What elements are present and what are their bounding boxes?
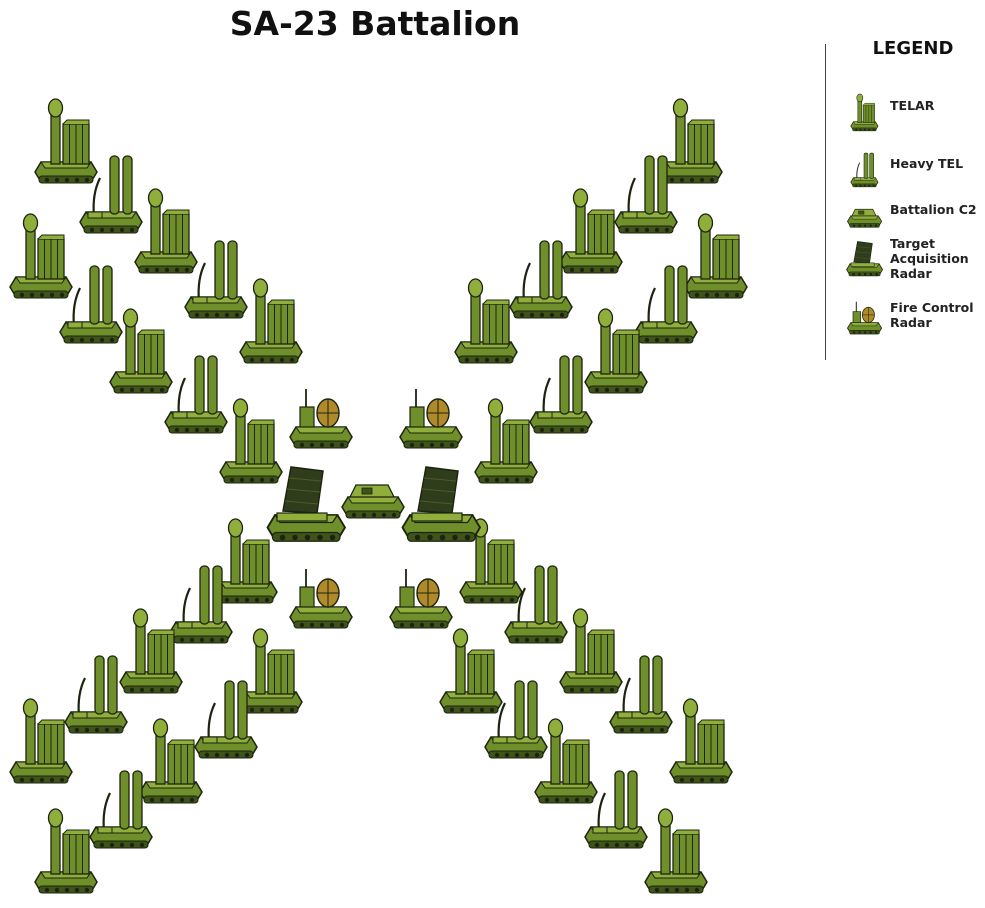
fire-control-radar-unit	[290, 389, 352, 448]
legend-title: LEGEND	[848, 38, 978, 59]
telar-icon	[840, 90, 888, 134]
telar-unit	[685, 214, 747, 298]
telar-unit	[215, 519, 277, 603]
legend-label-telar: TELAR	[890, 98, 985, 113]
heavy-tel-unit	[90, 771, 152, 848]
telar-unit	[535, 719, 597, 803]
legend-item-heavy-tel: Heavy TEL	[840, 146, 985, 190]
heavy-tel-unit	[585, 771, 647, 848]
fire-control-radar-unit	[290, 569, 352, 628]
telar-unit	[560, 609, 622, 693]
legend-label-target-acquisition-radar: Target Acquisition Radar	[890, 236, 985, 281]
telar-unit	[660, 99, 722, 183]
heavy-tel-unit	[635, 266, 697, 343]
telar-unit	[475, 399, 537, 483]
heavy-tel-unit	[170, 566, 232, 643]
heavy-tel-unit	[610, 656, 672, 733]
telar-unit	[220, 399, 282, 483]
battalion-c2-icon	[840, 190, 888, 234]
legend-item-battalion-c2: Battalion C2	[840, 190, 985, 234]
legend-item-fire-control-radar: Fire Control Radar	[840, 294, 985, 338]
telar-unit	[645, 809, 707, 893]
heavy-tel-unit	[60, 266, 122, 343]
legend-label-fire-control-radar: Fire Control Radar	[890, 300, 985, 330]
fire-control-radar-unit	[390, 569, 452, 628]
heavy-tel-icon	[840, 146, 888, 190]
telar-unit	[140, 719, 202, 803]
legend-item-telar: TELAR	[840, 90, 985, 134]
heavy-tel-unit	[185, 241, 247, 318]
telar-unit	[585, 309, 647, 393]
fire-control-radar-icon	[840, 294, 888, 338]
target-acquisition-radar-unit	[403, 467, 481, 541]
telar-unit	[670, 699, 732, 783]
battalion-formation-diagram	[0, 0, 820, 908]
telar-unit	[440, 629, 502, 713]
legend-divider	[825, 44, 826, 360]
telar-unit	[35, 99, 97, 183]
heavy-tel-unit	[530, 356, 592, 433]
vehicle-formation	[10, 99, 747, 893]
heavy-tel-unit	[165, 356, 227, 433]
target-acquisition-radar-icon	[840, 236, 888, 280]
telar-unit	[10, 699, 72, 783]
legend-label-battalion-c2: Battalion C2	[890, 202, 985, 217]
heavy-tel-unit	[65, 656, 127, 733]
telar-unit	[10, 214, 72, 298]
fire-control-radar-unit	[400, 389, 462, 448]
telar-unit	[120, 609, 182, 693]
telar-unit	[455, 279, 517, 363]
heavy-tel-unit	[510, 241, 572, 318]
telar-unit	[110, 309, 172, 393]
telar-unit	[560, 189, 622, 273]
legend-label-heavy-tel: Heavy TEL	[890, 156, 985, 171]
telar-unit	[135, 189, 197, 273]
legend-item-target-acquisition-radar: Target Acquisition Radar	[840, 236, 985, 280]
battalion-c2-unit	[342, 485, 404, 518]
telar-unit	[240, 279, 302, 363]
telar-unit	[240, 629, 302, 713]
telar-unit	[35, 809, 97, 893]
